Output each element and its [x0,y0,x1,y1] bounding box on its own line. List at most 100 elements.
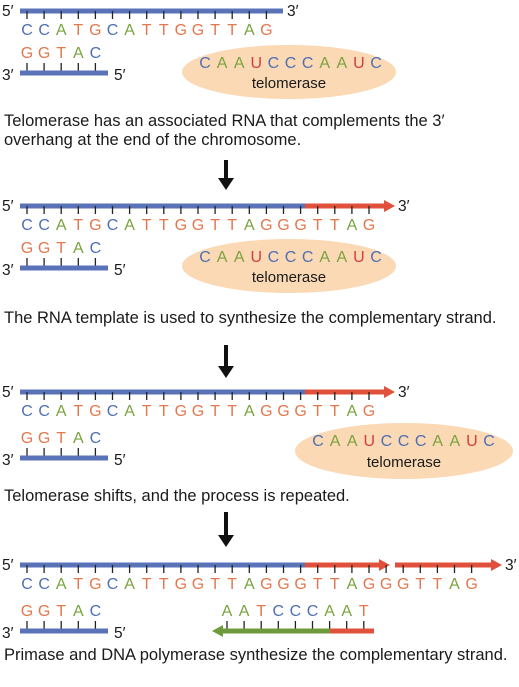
caption-step-1: Telomerase has an associated RNA that co… [4,112,445,149]
p1-telomerase-label: telomerase [252,75,326,92]
p3-new-strand-head [384,386,395,398]
p2-top-base-g: G [192,217,204,234]
p1-bottom-3prime-label: 3′ [2,67,14,84]
p3-telomerase-rna-base-u: U [466,433,478,450]
p3-top-base-g: G [192,403,204,420]
p1-telomerase-rna-base-a: A [319,55,330,72]
p1-top-base-a: A [244,22,255,39]
p3-top-base-a: A [244,403,255,420]
p1-top-base-t: T [142,22,152,39]
p2-top-base-g: G [89,217,101,234]
p3-telomerase-rna-base-c: C [381,433,393,450]
p3-telomerase-rna-base-c: C [312,433,324,450]
p2-top-base-t: T [142,217,152,234]
p1-telomerase-rna-base-u: U [251,55,263,72]
p2-top-base-t: T [313,217,323,234]
p1-bottom-base-t: T [56,45,66,62]
p4-bottom-3prime-label: 3′ [2,625,14,642]
p4-bottom-base-g: G [38,603,50,620]
p4-bottom-base-a: A [73,603,84,620]
p3-top-base-a: A [56,403,67,420]
p1-bottom-base-c: C [90,45,102,62]
p2-telomerase-rna-base-a: A [217,249,228,266]
p3-top-base-g: G [363,403,375,420]
p1-bottom-5prime-label: 5′ [114,67,126,84]
p3-telomerase-rna-base-a: A [432,433,443,450]
p2-top-base-c: C [107,217,119,234]
p4-top-base-g: G [380,576,392,593]
p3-top-base-t: T [142,403,152,420]
down-arrow-2-head [218,366,234,378]
p4-new-strand-2-head [491,559,502,571]
p1-telomerase-rna-base-c: C [285,55,297,72]
p2-telomerase-rna-base-c: C [268,249,280,266]
caption-step-2: The RNA template is used to synthesize t… [4,309,497,327]
p3-telomerase-rna-base-c: C [415,433,427,450]
p2-top-base-g: G [260,217,272,234]
p1-top-base-g: G [175,22,187,39]
p3-top-5prime-label: 5′ [2,384,14,401]
p4-top-base-t: T [142,576,152,593]
p1-top-base-g: G [260,22,272,39]
down-arrow-1-head [218,178,234,190]
p2-top-5prime-label: 5′ [2,198,14,215]
caption-step-3: Telomerase shifts, and the process is re… [4,487,350,505]
p1-top-base-g: G [192,22,204,39]
p2-top-base-t: T [227,217,237,234]
p1-telomerase-rna-base-u: U [353,55,365,72]
p1-telomerase-rna-base-c: C [199,55,211,72]
p4-top-base-t: T [227,576,237,593]
p1-top-3prime-label: 3′ [287,3,299,20]
p2-bottom-3prime-label: 3′ [2,262,14,279]
p1-top-base-c: C [21,22,33,39]
p1-top-base-t: T [210,22,220,39]
p4-top-base-t: T [433,576,443,593]
p4-primer-strand-head [212,625,223,637]
p4-top-base-g: G [192,576,204,593]
p4-top-base-g: G [277,576,289,593]
p1-top-base-t: T [227,22,237,39]
p2-top-base-a: A [347,217,358,234]
p3-telomerase-rna-base-a: A [330,433,341,450]
p4-top-base-g: G [363,576,375,593]
p4-top-base-c: C [107,576,119,593]
p4-top-base-a: A [56,576,67,593]
p3-top-base-t: T [159,403,169,420]
p4-top-5prime-label: 5′ [2,557,14,574]
p3-telomerase-rna-base-a: A [347,433,358,450]
p3-bottom-base-c: C [90,430,102,447]
down-arrow-3-head [218,535,234,547]
p3-top-base-g: G [175,403,187,420]
p2-bottom-5prime-label: 5′ [114,262,126,279]
p3-top-base-a: A [347,403,358,420]
p3-bottom-5prime-label: 5′ [114,452,126,469]
p3-top-base-c: C [107,403,119,420]
p4-top-base-g: G [175,576,187,593]
p2-top-base-t: T [159,217,169,234]
p2-telomerase-rna-base-u: U [251,249,263,266]
p1-telomerase-rna-base-c: C [268,55,280,72]
p2-telomerase-rna-base-c: C [370,249,382,266]
p4-new-complement-base-a: A [341,603,352,620]
p4-top-base-g: G [89,576,101,593]
p2-top-base-g: G [277,217,289,234]
p2-telomerase-rna-base-c: C [285,249,297,266]
p4-top-3prime-label: 3′ [505,557,517,574]
p3-top-base-t: T [73,403,83,420]
p3-telomerase-rna-base-c: C [398,433,410,450]
p1-telomerase-rna-base-c: C [370,55,382,72]
p2-bottom-base-t: T [56,240,66,257]
p2-bottom-base-c: C [90,240,102,257]
p1-top-base-t: T [159,22,169,39]
p2-telomerase-rna-base-u: U [353,249,365,266]
p4-bottom-base-t: T [56,603,66,620]
p3-telomerase-body [295,423,513,479]
p3-telomerase-rna-base-c: C [483,433,495,450]
p2-top-base-a: A [244,217,255,234]
p2-telomerase-rna-base-c: C [199,249,211,266]
p1-telomerase-rna-base-a: A [336,55,347,72]
p4-new-complement-base-t: T [359,603,369,620]
p2-top-base-g: G [363,217,375,234]
p3-bottom-base-g: G [21,430,33,447]
